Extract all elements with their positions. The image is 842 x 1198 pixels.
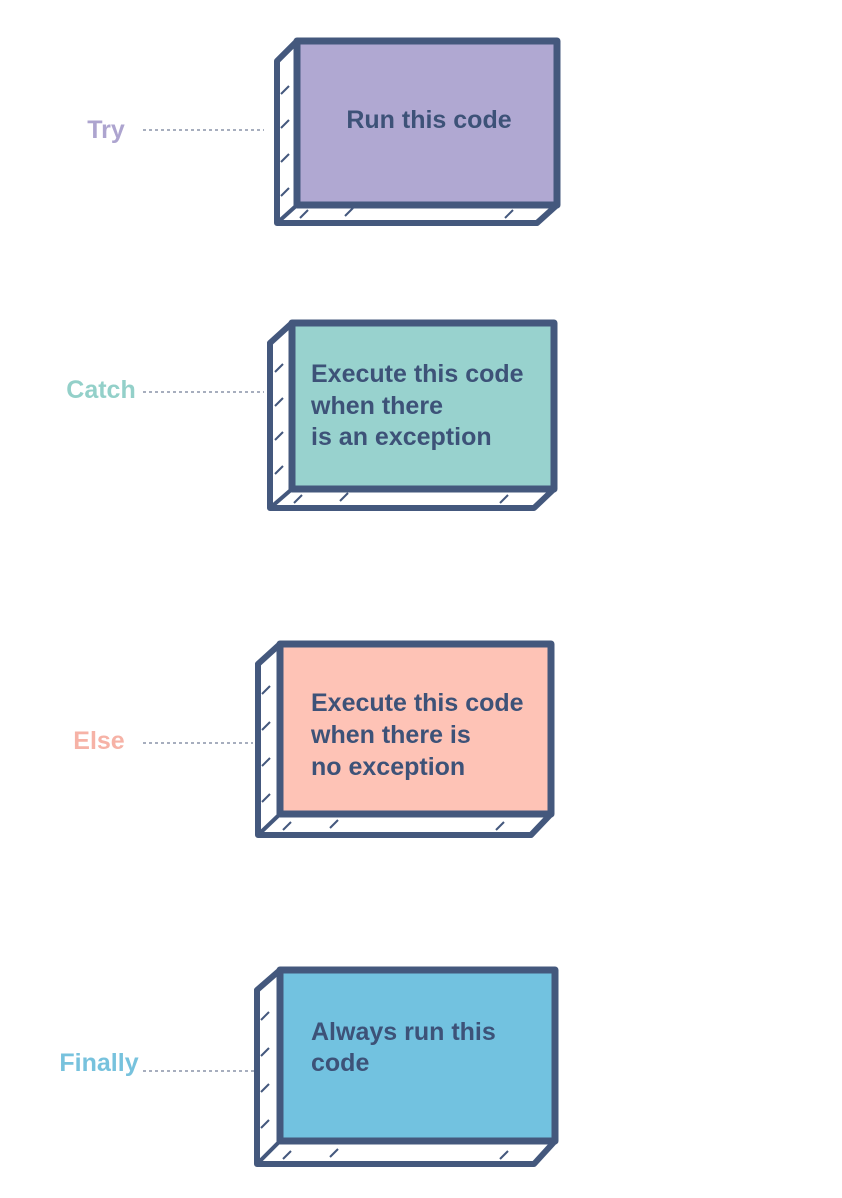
stage-else: Else Execute this code when there is no … <box>73 640 555 838</box>
box-text-catch-line-1: Execute this code <box>311 360 524 388</box>
hatch-marks-finally <box>260 1011 509 1160</box>
box-edge-else <box>256 812 282 837</box>
box-face-try <box>293 37 561 209</box>
box-finally: Always run this code <box>254 966 559 1167</box>
stage-label-else: Else <box>73 727 125 755</box>
hatch-marks-try <box>280 85 514 219</box>
box-text-finally-line-1: Always run this <box>311 1018 496 1046</box>
stage-label-finally: Finally <box>59 1049 138 1077</box>
box-edge-catch <box>268 487 294 510</box>
box-face-finally <box>276 966 559 1145</box>
box-text-try-line-1: Run this code <box>346 106 511 134</box>
box-edge-try <box>275 203 299 225</box>
stage-label-try: Try <box>87 116 125 144</box>
stage-try: Try Run this code <box>87 37 561 226</box>
stage-label-catch: Catch <box>66 376 135 404</box>
stage-catch: Catch Execute this code when there is an… <box>66 319 558 511</box>
box-text-catch-line-2: when there <box>310 392 443 420</box>
box-text-else-line-1: Execute this code <box>311 689 524 717</box>
box-text-else-line-2: when there is <box>310 721 471 749</box>
hatch-marks-else <box>261 685 505 831</box>
box-else: Execute this code when there is no excep… <box>255 640 555 838</box>
box-face-catch <box>288 319 558 493</box>
box-text-finally-line-2: code <box>311 1049 369 1077</box>
hatch-marks-catch <box>274 363 509 504</box>
box-catch: Execute this code when there is an excep… <box>267 319 558 511</box>
box-text-else-line-3: no exception <box>311 753 465 781</box>
box-edge-finally <box>255 1139 282 1166</box>
box-text-catch-line-3: is an exception <box>311 423 492 451</box>
stage-finally: Finally Always run this code <box>59 966 559 1167</box>
box-try: Run this code <box>274 37 561 226</box>
box-face-else <box>276 640 555 818</box>
